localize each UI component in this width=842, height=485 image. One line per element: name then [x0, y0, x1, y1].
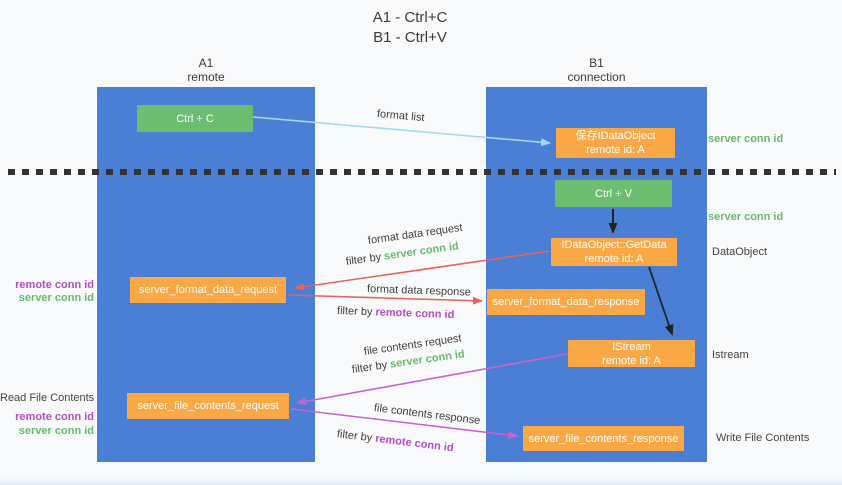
- right-column-subtitle: connection: [567, 70, 626, 84]
- istream-annotation: Istream: [712, 349, 749, 361]
- title-line-2: B1 - Ctrl+V: [373, 29, 447, 46]
- file-request-label: server_file_contents_request: [137, 400, 279, 412]
- left-column-name: A1: [198, 56, 214, 70]
- diagram-title: A1 - Ctrl+C B1 - Ctrl+V: [280, 8, 540, 48]
- istream-line2: remote id: A: [602, 354, 661, 367]
- node-save-idataobject: 保存IDataObject remote id: A: [556, 128, 675, 158]
- write-file-contents-annotation: Write File Contents: [716, 432, 810, 444]
- save-idataobject-line1: 保存IDataObject: [575, 130, 656, 142]
- right-column-header: B1 connection: [486, 56, 707, 84]
- ctrl-v-label: Ctrl + V: [595, 187, 632, 200]
- save-idataobject-line2: remote id: A: [586, 144, 645, 156]
- format-request-label: server_format_data_request: [138, 284, 278, 296]
- filter-by-text-2: filter by: [336, 305, 376, 319]
- dataobject-annotation: DataObject: [712, 246, 768, 258]
- node-server-format-data-response: server_format_data_response: [487, 289, 645, 315]
- arrow-file-contents-request: [296, 353, 568, 406]
- server-conn-id-right-mid: server conn id: [708, 211, 784, 223]
- file-response-label: server_file_contents_response: [528, 432, 679, 445]
- arrow-file-contents-response: [290, 408, 518, 439]
- server-conn-id-left-bottom: server conn id: [18, 425, 94, 437]
- node-server-format-data-request: server_format_data_request: [130, 277, 286, 303]
- node-idataobject-getdata: IDataObject::GetData remote id: A: [551, 238, 677, 266]
- node-ctrl-c: Ctrl + C: [137, 105, 253, 132]
- getdata-line2: remote id: A: [584, 253, 644, 265]
- arrow-format-list: [252, 116, 551, 147]
- node-server-file-contents-response: server_file_contents_response: [523, 426, 684, 451]
- remote-conn-id-left-bottom: remote conn id: [15, 411, 94, 423]
- node-istream: IStream remote id: A: [568, 340, 695, 367]
- arrow-getdata-to-istream: [648, 266, 674, 336]
- server-conn-id-right-top: server conn id: [708, 133, 784, 145]
- ctrl-c-label: Ctrl + C: [176, 112, 214, 125]
- node-ctrl-v: Ctrl + V: [555, 180, 672, 207]
- remote-conn-id-left-top: remote conn id: [15, 279, 94, 291]
- getdata-line1: IDataObject::GetData: [561, 239, 667, 251]
- right-column-name: B1: [589, 56, 604, 70]
- left-column-header: A1 remote: [97, 56, 315, 84]
- server-conn-id-left-top: server conn id: [18, 292, 94, 304]
- left-column-subtitle: remote: [187, 70, 225, 84]
- format-response-label: server_format_data_response: [492, 296, 640, 308]
- arrow-format-data-response: [287, 294, 483, 305]
- arrow-format-data-request: [294, 250, 551, 291]
- title-line-1: A1 - Ctrl+C: [372, 9, 448, 26]
- istream-line1: IStream: [612, 340, 651, 353]
- node-server-file-contents-request: server_file_contents_request: [127, 393, 289, 419]
- read-file-contents-annotation: Read File Contents: [0, 392, 95, 404]
- bottom-window-edge: [0, 478, 842, 485]
